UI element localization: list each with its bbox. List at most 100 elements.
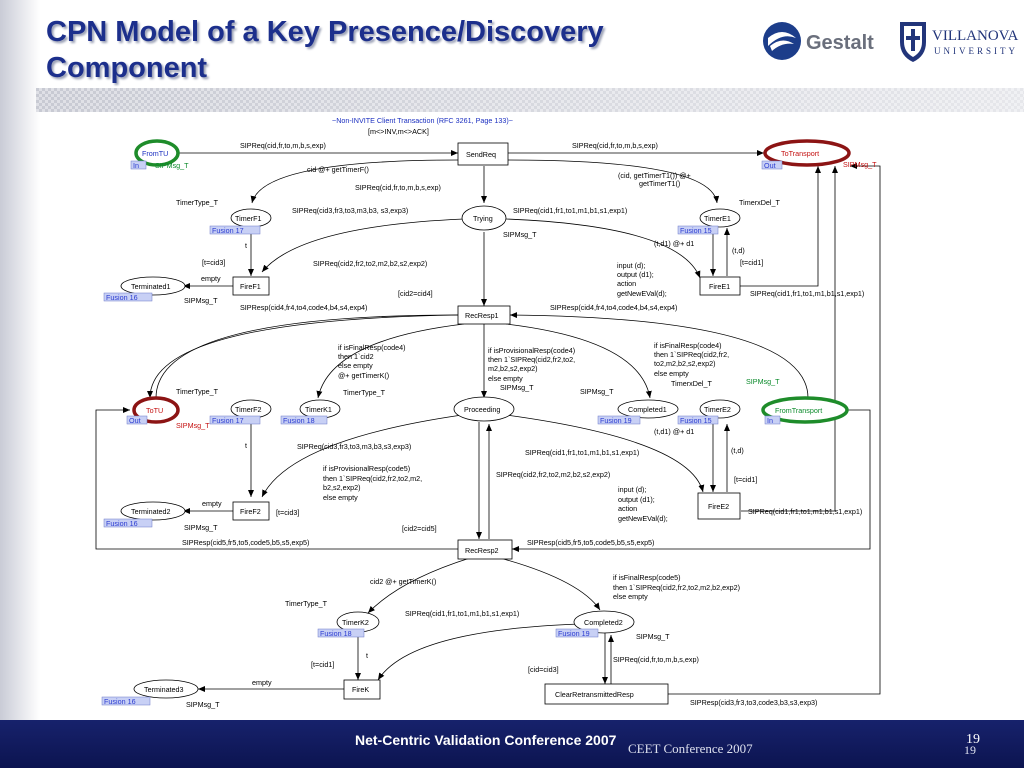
arc-recresp1-totu (147, 314, 459, 399)
arc-firee1-totransport (740, 166, 821, 287)
inscription-a22c: to2,m2,b2,s2,exp2) (654, 359, 716, 368)
inscription-a06: SIPReq(cid3,fr3,to3,m3,b3, s3,exp3) (292, 206, 408, 215)
type-timertype-k2: TimerType_T (285, 599, 328, 608)
slide-title-line-1: CPN Model of a Key Presence/Discovery (46, 16, 604, 48)
place-timere1-label: TimerE1 (704, 214, 731, 223)
inscription-a20a: if isFinalResp(code4) (338, 343, 406, 352)
inscription-a33d: getNewEVal(d); (618, 514, 668, 523)
inscription-a25: (t,d1) @+ d1 (654, 427, 694, 436)
place-timerk2-label: TimerK2 (342, 618, 369, 627)
tag-out1-box (761, 160, 783, 170)
inscription-a42: [t=cid1] (311, 660, 334, 669)
inscription-a39a: if isFinalResp(code5) (613, 573, 681, 582)
inscription-a26: (t,d) (731, 446, 744, 455)
place-fromtu-ring (134, 139, 180, 167)
type-sipmsg-term3: SIPMsg_T (186, 700, 220, 709)
inscription-a28c: b2,s2,exp2) (323, 483, 361, 492)
footer-subtitle: CEET Conference 2007 (628, 741, 753, 756)
arc-fromtransport-recresp2 (512, 409, 871, 552)
inscription-a07: SIPReq(cid1,fr1,to1,m1,b1,s1,exp1) (513, 206, 627, 215)
place-terminated3 (133, 679, 199, 699)
arc-trying-firef1 (261, 218, 465, 273)
place-terminated1 (120, 276, 186, 296)
slide-title-line-2: Component (46, 52, 208, 84)
inscription-a37: SIPResp(cid5,fr5,to5,code5,b5,s5,exp5) (527, 538, 654, 547)
place-timerk1-label: TimerK1 (305, 405, 332, 414)
place-timere2-label: TimerE2 (704, 405, 731, 414)
place-completed2-label: Completed2 (584, 618, 623, 627)
tag-fusion16b: Fusion 16 (106, 519, 138, 528)
transition-sendreq (457, 142, 509, 166)
tag-in1: In (133, 161, 139, 170)
inscription-a21d: else empty (488, 374, 523, 383)
place-terminated2 (120, 501, 186, 521)
inscription-a14a: input (d); (617, 261, 645, 270)
tag-fusion18a: Fusion 18 (283, 416, 315, 425)
arc-recresp2-timerk2 (367, 557, 471, 614)
inscription-a32: empty (202, 499, 222, 508)
arc-proceeding-firef2 (261, 414, 463, 498)
transition-firek (343, 679, 381, 700)
arc-firee2-totransport (741, 166, 838, 512)
transition-recresp1 (457, 305, 511, 325)
tag-fusion18b: Fusion 18 (320, 629, 352, 638)
arc-recresp2-completed2 (499, 557, 601, 611)
villanova-logo-subtext: UNIVERSITY (934, 46, 1018, 56)
place-proceeding-label: Proceeding (464, 405, 500, 414)
transition-firef2 (232, 501, 270, 521)
place-fromtransport-label: FromTransport (775, 406, 822, 415)
tag-fusion18b-box (317, 628, 365, 638)
tag-in2: In (767, 416, 773, 425)
place-totransport-ring (763, 139, 851, 167)
inscription-a13: SIPReq(cid2,fr2,to2,m2,b2,s2,exp2) (313, 259, 427, 268)
tag-fusion15b: Fusion 15 (680, 416, 712, 425)
place-totransport-label: ToTransport (781, 149, 819, 158)
inscription-a21a: if isProvisionalResp(code4) (488, 346, 575, 355)
tag-fusion19a: Fusion 19 (600, 416, 632, 425)
transition-sendreq-label: SendReq (466, 150, 496, 159)
footer-title: Net-Centric Validation Conference 2007 (355, 732, 617, 748)
arc-completed2-firek (377, 623, 581, 681)
type-sipmsg-term2: SIPMsg_T (184, 523, 218, 532)
arc-recresp2-totu (95, 407, 458, 550)
tag-in1-box (130, 160, 147, 170)
place-completed1 (617, 399, 679, 419)
inscription-a03: cid @+ getTimerF() (307, 165, 369, 174)
inscription-a15: empty (201, 274, 221, 283)
inscription-a43: SIPReq(cid,fr,to,m,b,s,exp) (613, 655, 699, 664)
inscription-a28b: then 1`SIPReq(cid2,fr2,to2,m2, (323, 474, 422, 483)
type-sipmsg-fromtransport: SIPMsg_T (746, 377, 780, 386)
tag-fusion15a: Fusion 15 (680, 226, 712, 235)
transition-recresp2 (457, 539, 513, 560)
inscription-a14c: action (617, 279, 636, 288)
inscription-a22d: else empty (654, 369, 689, 378)
inscription-a02: SIPReq(cid,fr,to,m,b,s,exp) (572, 141, 658, 150)
inscription-a31: [t=cid3] (276, 508, 299, 517)
type-sipmsg-completed1: SIPMsg_T (580, 387, 614, 396)
arc-sendreq-timerf1 (250, 159, 459, 204)
tag-fusion19a-box (597, 415, 641, 425)
inscription-a17: SIPReq(cid1,fr1,to1,m1,b1,s1,exp1) (750, 289, 864, 298)
inscription-a18: SIPResp(cid4,fr4,to4,code4,b4,s4,exp4) (240, 303, 367, 312)
tag-fusion19b: Fusion 19 (558, 629, 590, 638)
inscription-a33b: output (d1); (618, 495, 655, 504)
transition-firek-label: FireK (352, 685, 369, 694)
diagram-header: ~Non-INVITE Client Transaction (RFC 3261… (332, 116, 513, 125)
tags: In Out Fusion 17 Fusion 15 Fusion 16 Out… (101, 160, 783, 706)
place-timere1 (699, 208, 741, 228)
inscription-a39b: then 1`SIPReq(cid2,fr2,to2,m2,b2,exp2) (613, 583, 740, 592)
tag-fusion15a-box (677, 225, 719, 235)
places: FromTU ToTransport TimerF1 Trying TimerE… (120, 139, 851, 699)
place-completed1-label: Completed1 (628, 405, 667, 414)
tag-fusion16c-box (101, 696, 151, 706)
arcs (95, 150, 881, 695)
tag-fusion17a: Fusion 17 (212, 226, 244, 235)
type-timerxdel-e2: TimerxDel_T (671, 379, 712, 388)
inscription-a20c: else empty (338, 361, 373, 370)
tag-fusion17b: Fusion 17 (212, 416, 244, 425)
place-fromtransport-ring (761, 396, 849, 424)
transition-recresp1-label: RecResp1 (465, 311, 499, 320)
type-timerxdel-e1: TimerxDel_T (739, 198, 780, 207)
